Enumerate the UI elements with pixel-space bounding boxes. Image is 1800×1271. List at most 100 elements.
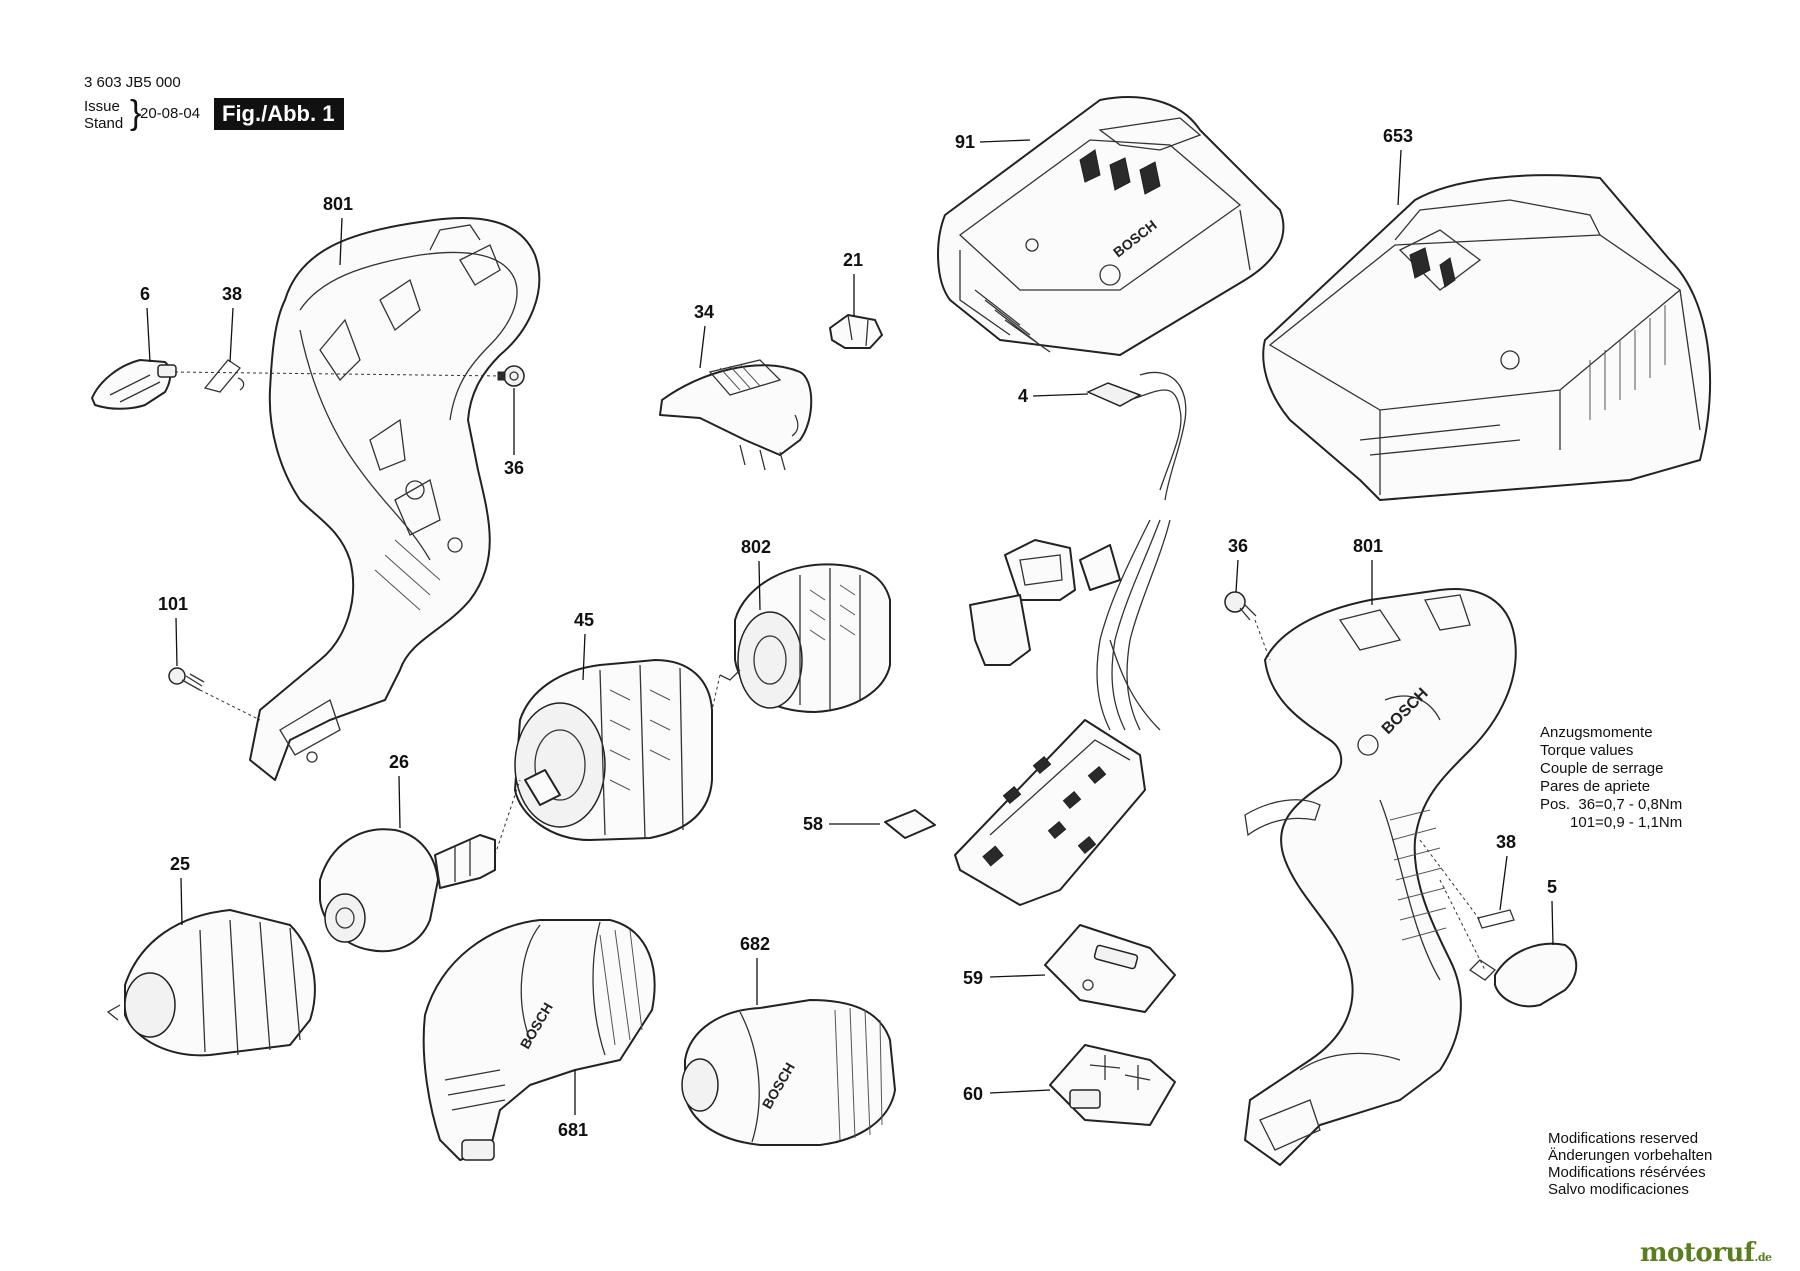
leader-38-right (1499, 855, 1508, 911)
callout-25: 25 (170, 854, 190, 874)
issue-stand-labels: Issue Stand (84, 98, 123, 132)
clutch-unit (319, 828, 496, 953)
callout-34: 34 (694, 302, 714, 322)
torque-equals: = (1595, 814, 1604, 831)
figure-label: Fig./Abb. 1 (214, 98, 345, 130)
callout-5: 5 (1547, 877, 1557, 897)
callout-36-left: 36 (504, 458, 524, 478)
torque-title-es: Pares de apriete (1540, 778, 1651, 795)
leader-36-right (1235, 559, 1239, 593)
modifications-es: Salvo modificaciones (1548, 1181, 1689, 1198)
leader-34 (699, 325, 706, 369)
leader-59 (989, 974, 1046, 978)
callout-60: 60 (963, 1084, 983, 1104)
watermark-suffix: .de (1754, 1251, 1773, 1264)
thermal-pad (884, 809, 936, 839)
switch-knob-right (1468, 942, 1578, 1008)
issue-date: 20-08-04 (140, 105, 201, 122)
small-clip (829, 314, 883, 349)
trigger-switch-assembly (969, 371, 1187, 731)
callout-4: 4 (1018, 386, 1028, 406)
motor (719, 563, 891, 713)
callout-45: 45 (574, 610, 594, 630)
torque-pos-label: Pos. (1540, 796, 1571, 813)
callout-101: 101 (158, 594, 188, 614)
torque-pos-number: 36 (1578, 796, 1596, 813)
control-circuit-board (954, 719, 1146, 906)
leader-653 (1397, 149, 1402, 206)
modifications-en: Modifications reserved (1548, 1130, 1699, 1147)
contact-plate (1049, 1044, 1176, 1126)
leader-801-left (339, 217, 343, 266)
stand-label: Stand (84, 115, 124, 132)
keyless-chuck (106, 909, 316, 1057)
screw-101 (168, 667, 205, 691)
leader-5 (1551, 900, 1554, 946)
torque-title-en: Torque values (1540, 742, 1634, 759)
assembly-line-screw-101 (199, 689, 261, 721)
leader-101 (175, 617, 178, 667)
callouts: 801 6 38 36 101 34 21 91 653 4 802 45 26… (140, 126, 1557, 1140)
torque-title-de: Anzugsmomente (1540, 724, 1653, 741)
torque-row-36: Pos. 36 = 0,7 - 0,8 Nm (1540, 796, 1682, 814)
assembly-line-screw-right (1254, 619, 1271, 661)
leader-91 (979, 139, 1031, 143)
assembly-line-motor (711, 674, 721, 711)
callout-26: 26 (389, 752, 409, 772)
leader-38-left (229, 307, 234, 363)
torque-values-block: Anzugsmomente Torque values Couple de se… (1540, 724, 1682, 831)
leader-25 (180, 877, 183, 926)
callout-802: 802 (741, 537, 771, 557)
document-number: 3 603 JB5 000 (84, 74, 181, 91)
modifications-de: Änderungen vorbehalten (1548, 1147, 1713, 1164)
leader-6 (146, 307, 151, 363)
housing-right-half: BOSCH (1244, 588, 1517, 1166)
slider-cover (659, 359, 813, 471)
brace-glyph: } (130, 94, 142, 132)
leader-26 (398, 775, 401, 829)
callout-801-right: 801 (1353, 536, 1383, 556)
callout-91: 91 (955, 132, 975, 152)
torque-title-fr: Couple de serrage (1540, 760, 1664, 777)
spring-right (1477, 909, 1515, 929)
housing-left-half (249, 217, 541, 781)
leader-802 (758, 560, 761, 611)
watermark-logo: motoruf.de (1640, 1238, 1772, 1268)
battery-indicator-cover (1044, 924, 1176, 1013)
torque-unit: Nm (1658, 814, 1683, 831)
assembly-line-spring-right (1419, 839, 1481, 921)
leader-4 (1032, 393, 1089, 397)
torque-equals: = (1595, 796, 1604, 813)
issue-label: Issue (84, 98, 120, 115)
watermark-text: motoruf (1640, 1238, 1755, 1268)
assembly-line-knob-right (1439, 879, 1486, 971)
callout-681: 681 (558, 1120, 588, 1140)
callout-682: 682 (740, 934, 770, 954)
modifications-fr: Modifications résérvées (1548, 1164, 1706, 1181)
charger (1262, 174, 1711, 501)
screw-right (1224, 591, 1257, 621)
callout-59: 59 (963, 968, 983, 988)
battery-pack: BOSCH (937, 96, 1285, 356)
callout-21: 21 (843, 250, 863, 270)
gearbox (514, 659, 713, 841)
leader-45 (582, 633, 586, 681)
modifications-notice: Modifications reserved Änderungen vorbeh… (1548, 1130, 1712, 1198)
assembly-line-knob-left (174, 371, 506, 377)
callout-38-right: 38 (1496, 832, 1516, 852)
offset-adapter: BOSCH (681, 999, 896, 1146)
torque-unit: Nm (1658, 796, 1683, 813)
spring-left (203, 359, 245, 393)
torque-value: 0,9 - 1,1 (1603, 814, 1659, 831)
leader-60 (989, 1089, 1051, 1094)
torque-pos-number: 101 (1570, 814, 1596, 831)
angle-adapter: BOSCH (422, 919, 656, 1161)
callout-36-right: 36 (1228, 536, 1248, 556)
callout-6: 6 (140, 284, 150, 304)
callout-801-left: 801 (323, 194, 353, 214)
torque-row-101: 101 = 0,9 - 1,1 Nm (1540, 814, 1682, 832)
callout-653: 653 (1383, 126, 1413, 146)
callout-38-left: 38 (222, 284, 242, 304)
torque-table: Pos. 36 = 0,7 - 0,8 Nm 101 = 0,9 - 1,1 N… (1540, 796, 1682, 832)
